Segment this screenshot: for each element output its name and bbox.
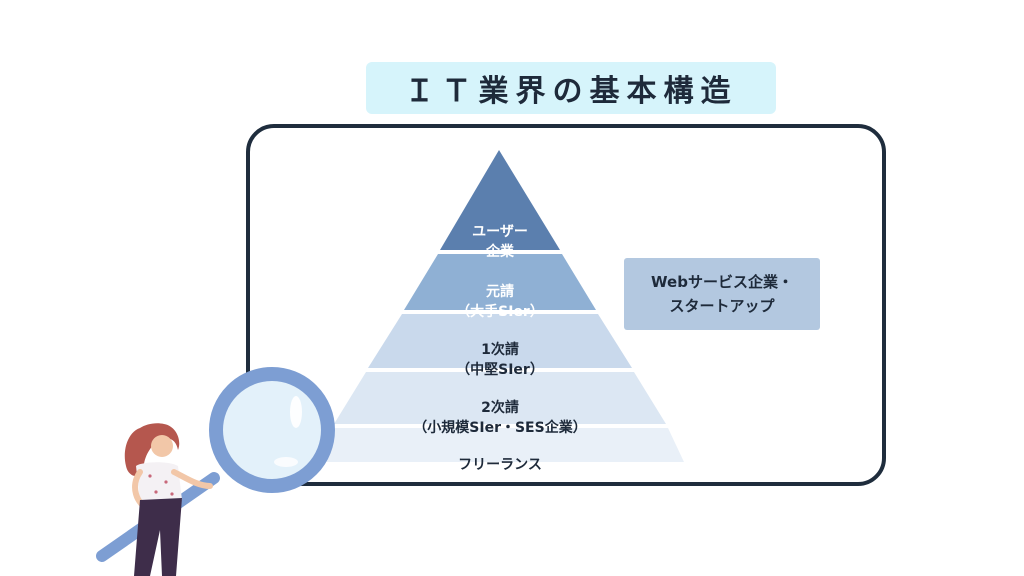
pants-icon xyxy=(134,498,182,576)
pyramid-tier-1 xyxy=(440,150,560,250)
title-banner: ＩＴ業界の基本構造 xyxy=(366,62,776,114)
tier-label-user: ユーザー企業 xyxy=(472,224,528,260)
side-box-text: Webサービス企業・スタートアップ xyxy=(651,273,793,315)
tier-label-prime: 元請（大手SIer） xyxy=(456,284,544,320)
tier-label-first: 1次請（中堅SIer） xyxy=(456,342,544,378)
page-title: ＩＴ業界の基本構造 xyxy=(404,74,738,109)
tier-label-freelance: フリーランス xyxy=(458,457,542,473)
magnifier-ring xyxy=(209,367,335,493)
pyramid-tier-2 xyxy=(404,254,596,310)
side-box-web-startup: Webサービス企業・スタートアップ xyxy=(624,258,820,330)
blouse-icon xyxy=(136,462,182,502)
pyramid-tier-3 xyxy=(368,314,632,368)
pyramid-tier-4 xyxy=(334,372,666,424)
head-icon xyxy=(151,435,173,457)
tier-label-second: 2次請（小規模SIer・SES企業） xyxy=(413,400,587,436)
pyramid-tier-5 xyxy=(316,428,684,462)
